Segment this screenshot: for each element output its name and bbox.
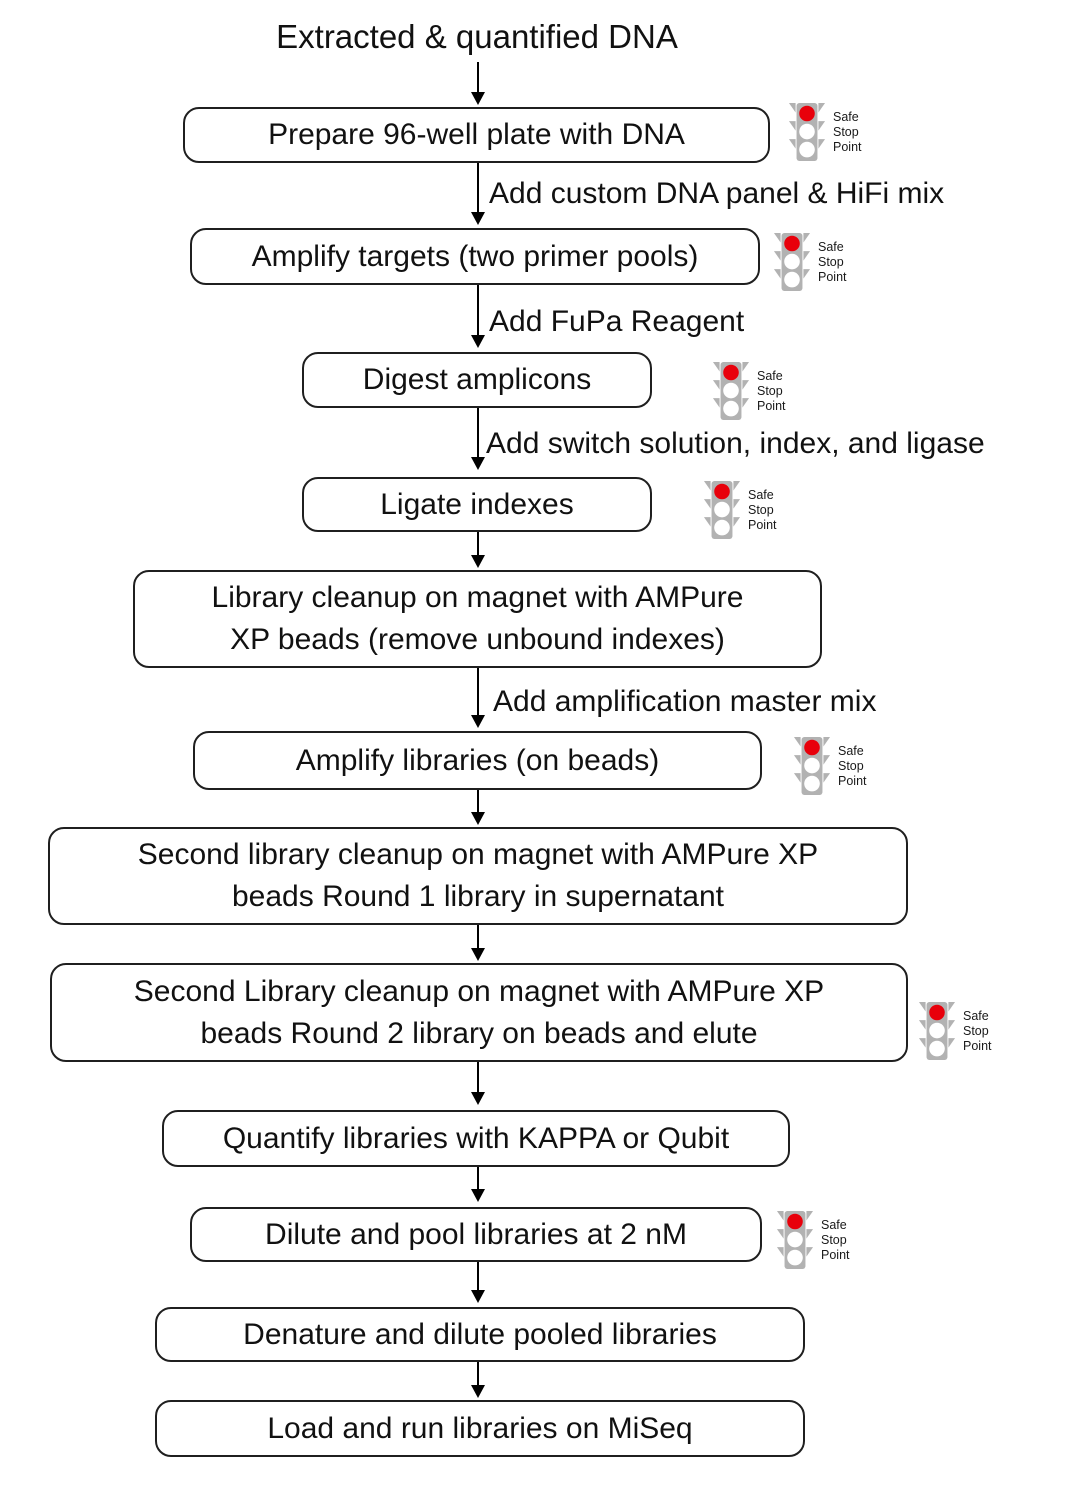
flow-arrow: [477, 408, 479, 457]
node-label: Load and run libraries on MiSeq: [267, 1411, 693, 1445]
safe-stop-point-label: Safe Stop Point: [963, 1009, 992, 1053]
safe-stop-point-label: Safe Stop Point: [821, 1218, 850, 1262]
label-add-master-mix: Add amplification master mix: [493, 685, 877, 718]
safe-stop-point-6: Safe Stop Point: [918, 1001, 992, 1062]
flow-arrow: [477, 790, 479, 812]
node-label: Second library cleanup on magnet with AM…: [137, 838, 819, 871]
safe-stop-point-label: Safe Stop Point: [748, 488, 777, 532]
node-dilute-pool-libraries: Dilute and pool libraries at 2 nM: [190, 1207, 762, 1262]
node-ligate-indexes: Ligate indexes: [302, 477, 652, 532]
traffic-light-icon: [712, 362, 750, 420]
node-label: Dilute and pool libraries at 2 nM: [265, 1217, 687, 1251]
node-label: Amplify libraries (on beads): [295, 743, 660, 777]
node-label: Amplify targets (two primer pools): [251, 239, 699, 273]
safe-stop-point-7: Safe Stop Point: [776, 1210, 850, 1271]
flow-arrow: [477, 62, 479, 92]
node-prepare-plate: Prepare 96-well plate with DNA: [183, 107, 770, 163]
flow-arrow: [477, 532, 479, 555]
node-denature-dilute: Denature and dilute pooled libraries: [155, 1307, 805, 1362]
node-label: XP beads (remove unbound indexes): [230, 623, 725, 656]
flow-arrow: [477, 1167, 479, 1189]
flow-arrow: [477, 1062, 479, 1092]
node-library-cleanup: Library cleanup on magnet with AMPure XP…: [133, 570, 822, 668]
node-label: beads Round 1 library in supernatant: [232, 880, 724, 913]
node-load-run-miseq: Load and run libraries on MiSeq: [155, 1400, 805, 1457]
flow-arrow: [477, 1362, 479, 1385]
node-label: Ligate indexes: [380, 487, 574, 521]
traffic-light-icon: [788, 103, 826, 161]
flow-start-label: Extracted & quantified DNA: [276, 18, 678, 55]
flow-arrow: [477, 1262, 479, 1290]
node-second-cleanup-round-2: Second Library cleanup on magnet with AM…: [50, 963, 908, 1062]
traffic-light-icon: [776, 1211, 814, 1269]
safe-stop-point-1: Safe Stop Point: [788, 102, 862, 163]
safe-stop-point-label: Safe Stop Point: [833, 110, 862, 154]
safe-stop-point-label: Safe Stop Point: [818, 240, 847, 284]
node-label: Second Library cleanup on magnet with AM…: [133, 974, 825, 1008]
safe-stop-point-4: Safe Stop Point: [703, 480, 777, 541]
traffic-light-icon: [793, 737, 831, 795]
safe-stop-point-3: Safe Stop Point: [712, 361, 786, 422]
node-label: Quantify libraries with KAPPA or Qubit: [222, 1121, 730, 1155]
node-label: Library cleanup on magnet with AMPure: [211, 581, 744, 614]
node-amplify-targets: Amplify targets (two primer pools): [190, 228, 760, 285]
node-quantify-libraries: Quantify libraries with KAPPA or Qubit: [162, 1110, 790, 1167]
node-label: beads Round 2 library on beads and elute: [200, 1016, 758, 1050]
flow-arrow: [477, 668, 479, 715]
label-add-switch-solution: Add switch solution, index, and ligase: [486, 427, 985, 460]
traffic-light-icon: [918, 1002, 956, 1060]
node-digest-amplicons: Digest amplicons: [302, 352, 652, 408]
node-label: Prepare 96-well plate with DNA: [268, 118, 685, 151]
flow-arrow: [477, 163, 479, 212]
node-amplify-libraries: Amplify libraries (on beads): [193, 731, 762, 790]
node-second-cleanup-round-1: Second library cleanup on magnet with AM…: [48, 827, 908, 925]
safe-stop-point-label: Safe Stop Point: [838, 744, 867, 788]
safe-stop-point-2: Safe Stop Point: [773, 232, 847, 293]
traffic-light-icon: [773, 233, 811, 291]
safe-stop-point-5: Safe Stop Point: [793, 736, 867, 797]
safe-stop-point-label: Safe Stop Point: [757, 369, 786, 413]
node-label: Denature and dilute pooled libraries: [243, 1317, 717, 1351]
traffic-light-icon: [703, 481, 741, 539]
flow-arrow: [477, 925, 479, 948]
node-label: Digest amplicons: [362, 363, 592, 396]
label-add-custom-panel: Add custom DNA panel & HiFi mix: [489, 177, 945, 210]
flow-arrow: [477, 285, 479, 335]
label-add-fupa-reagent: Add FuPa Reagent: [489, 305, 745, 338]
